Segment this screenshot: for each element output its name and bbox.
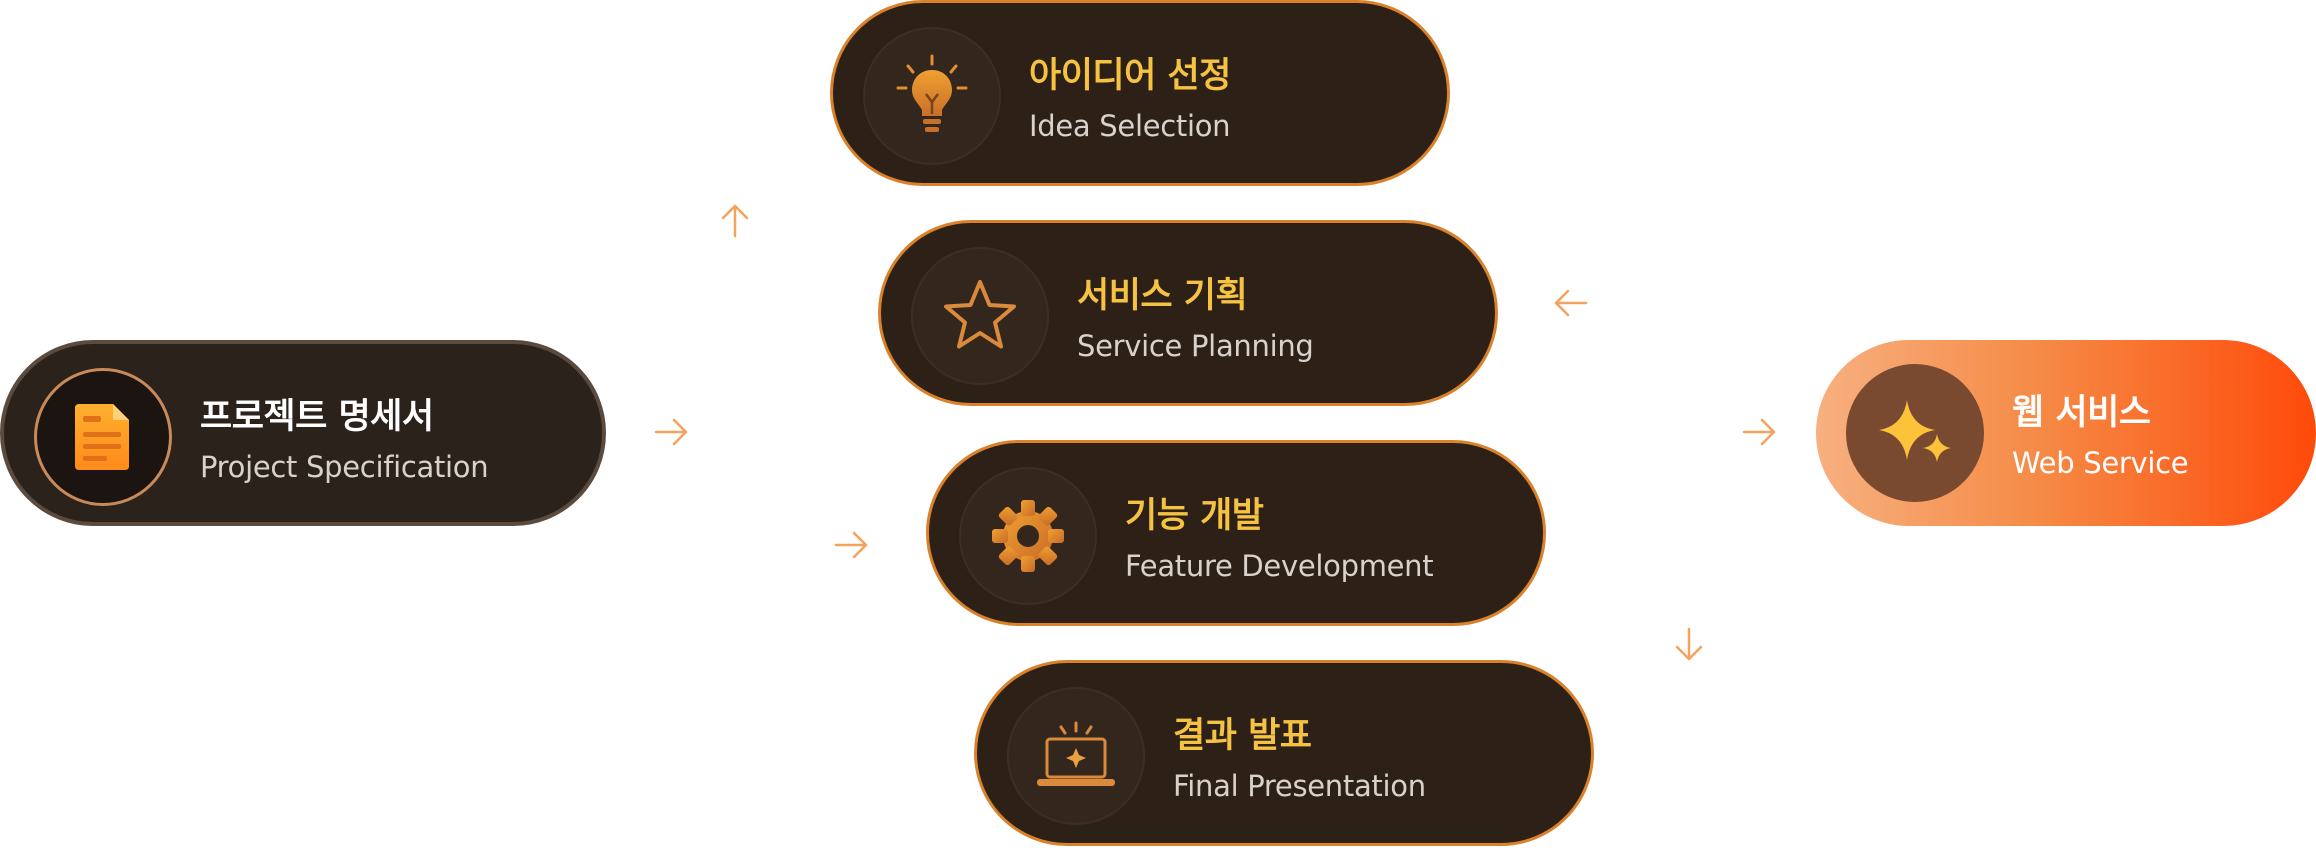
- laptop-sparkle-icon-circle: [1007, 687, 1145, 825]
- node-title-en: Final Presentation: [1173, 769, 1426, 803]
- document-icon: [75, 404, 129, 470]
- node-title-en: Project Specification: [200, 450, 489, 484]
- arrow-right-icon: [834, 531, 868, 559]
- node-feature-development: 기능 개발 Feature Development: [926, 440, 1546, 626]
- sparkles-icon-circle: [1846, 364, 1984, 502]
- node-title-ko: 웹 서비스: [2012, 393, 2151, 433]
- node-title-ko: 프로젝트 명세서: [200, 397, 434, 437]
- node-project-specification: 프로젝트 명세서 Project Specification: [0, 340, 606, 526]
- node-title-ko: 결과 발표: [1173, 716, 1312, 756]
- star-icon: [944, 280, 1016, 349]
- arrow-right-icon: [1742, 418, 1776, 446]
- gear-icon-circle: [959, 467, 1097, 605]
- arrow-right-icon: [654, 418, 688, 446]
- sparkles-icon: [1879, 400, 1951, 462]
- node-final-presentation: 결과 발표 Final Presentation: [974, 660, 1594, 846]
- node-idea-selection: 아이디어 선정 Idea Selection: [830, 0, 1450, 186]
- gear-icon: [992, 500, 1064, 572]
- node-title-en: Web Service: [2012, 446, 2189, 480]
- node-title-en: Service Planning: [1077, 329, 1314, 363]
- node-service-planning: 서비스 기획 Service Planning: [878, 220, 1498, 406]
- star-icon-circle: [911, 247, 1049, 385]
- node-web-service: 웹 서비스 Web Service: [1816, 340, 2316, 526]
- lightbulb-icon-circle: [863, 27, 1001, 165]
- arrow-up-icon: [721, 204, 749, 238]
- node-title-en: Feature Development: [1125, 549, 1434, 583]
- node-title-ko: 서비스 기획: [1077, 276, 1248, 316]
- lightbulb-icon: [896, 54, 968, 132]
- node-title-en: Idea Selection: [1029, 109, 1231, 143]
- node-title-ko: 기능 개발: [1125, 496, 1264, 536]
- document-icon-circle: [34, 368, 172, 506]
- node-title-ko: 아이디어 선정: [1029, 56, 1231, 96]
- arrow-left-icon: [1554, 289, 1588, 317]
- arrow-down-icon: [1675, 627, 1703, 661]
- laptop-sparkle-icon: [1037, 721, 1115, 786]
